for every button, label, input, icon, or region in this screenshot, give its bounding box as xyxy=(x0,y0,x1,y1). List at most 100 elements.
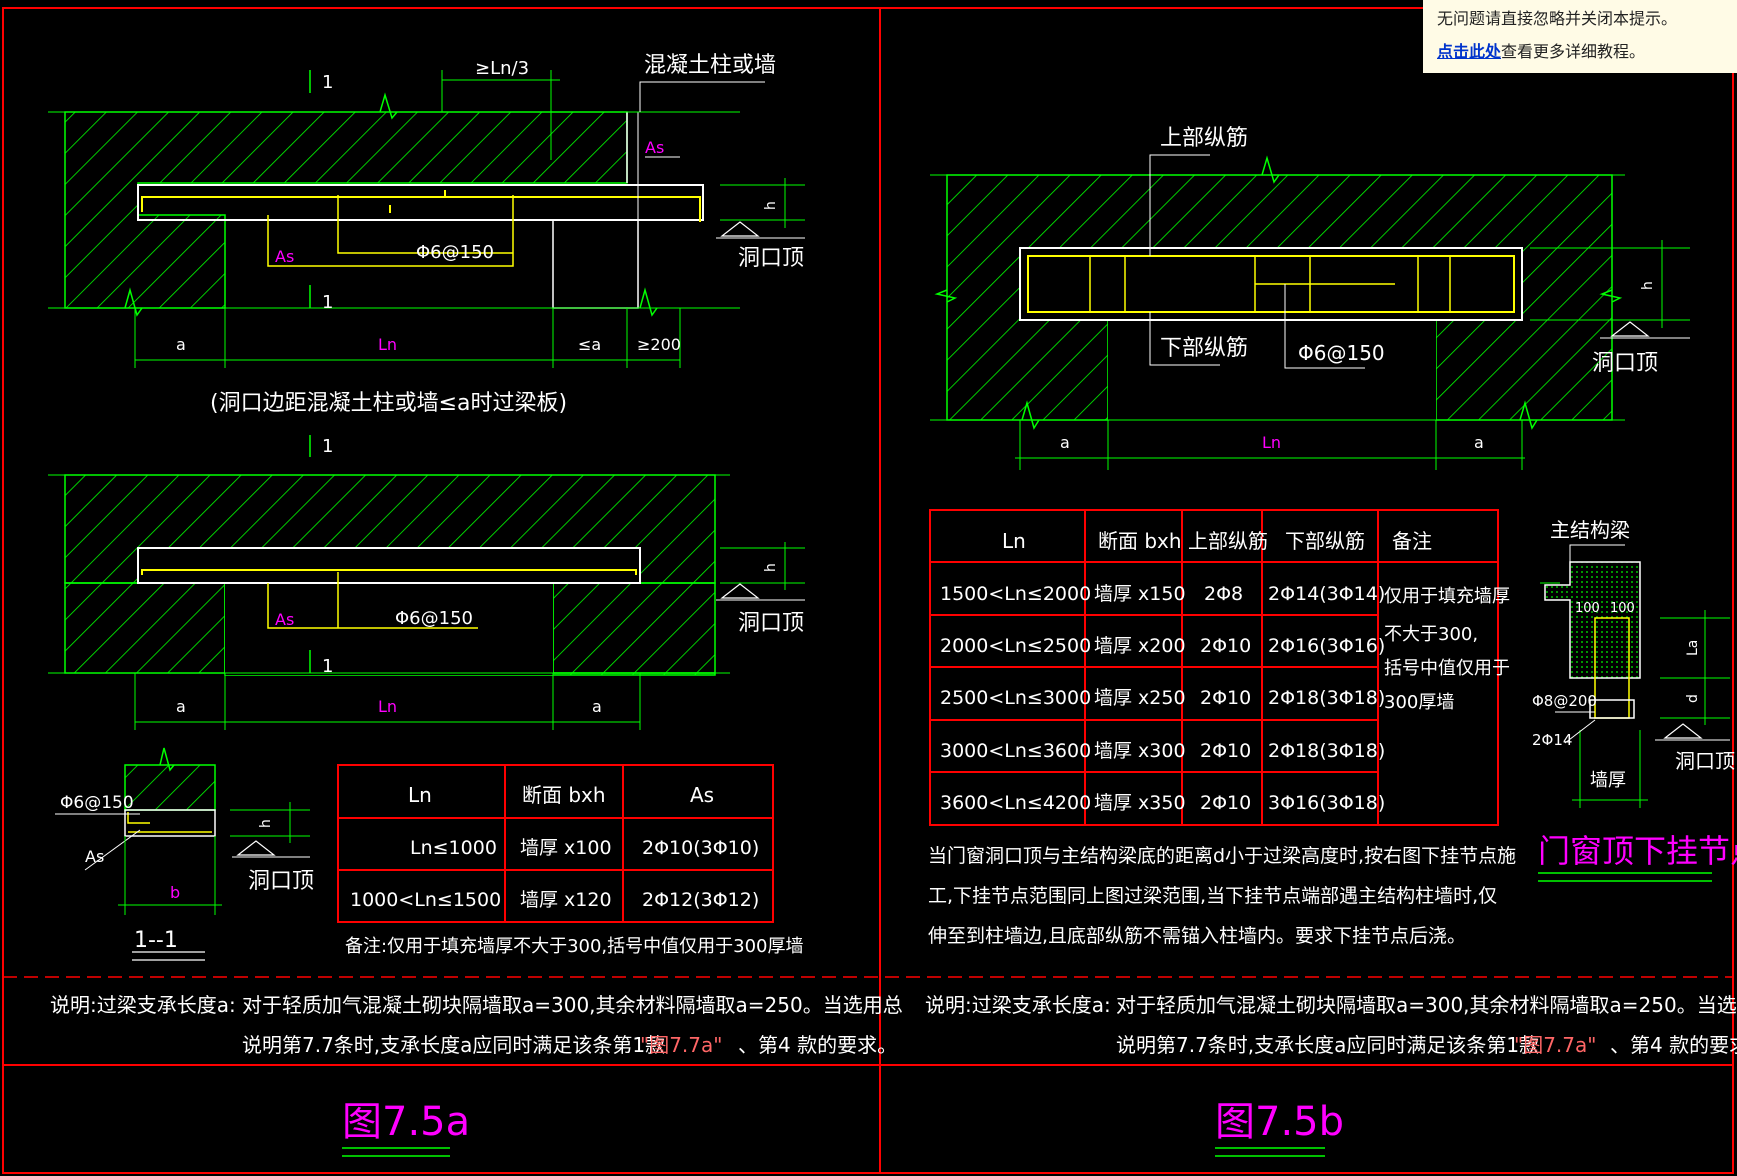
upper-main-rebar xyxy=(141,196,701,222)
right-figure-title-block: 图7.5b xyxy=(1215,1099,1344,1157)
left-table-r1-c2: 2Φ12(3Φ12) xyxy=(642,889,759,911)
right-table-r3-c2: 2Φ10 xyxy=(1200,740,1251,762)
left-table-r0-c1: 墙厚 x100 xyxy=(520,837,612,859)
right-table-r4-c3: 3Φ16(3Φ18) xyxy=(1268,792,1385,814)
right-dim-a-right: a xyxy=(1474,433,1484,452)
hanger-la-label: La xyxy=(1685,640,1701,656)
upper-lintel-detail: 1 1 ≥Ln/3 混凝土柱或墙 As As Φ6@150 h 洞口顶 a Ln… xyxy=(48,53,805,416)
left-notes-line2: 说明第7.7条时,支承长度a应同时满足该条第1款 xyxy=(242,1033,665,1057)
right-table-r1-c1: 墙厚 x200 xyxy=(1094,635,1186,657)
wall-label: 混凝土柱或墙 xyxy=(644,53,776,78)
section-stirrup-label: Φ6@150 xyxy=(60,793,134,813)
right-notes-line2: 说明第7.7条时,支承长度a应同时满足该条第1款 xyxy=(1116,1033,1539,1057)
right-table-r2-c2: 2Φ10 xyxy=(1200,687,1251,709)
hanger-dim-100-a: 100 xyxy=(1575,601,1600,616)
dim-le-a-label: ≤a xyxy=(578,335,601,354)
main-beam-label: 主结构梁 xyxy=(1550,518,1630,542)
hanger-bars-label: 2Φ14 xyxy=(1532,731,1572,749)
hanger-dim-100-b: 100 xyxy=(1610,601,1635,616)
right-table-r3-c1: 墙厚 x300 xyxy=(1094,740,1186,762)
right-table-header-3: 下部纵筋 xyxy=(1285,529,1365,553)
right-table-r3-c0: 3000<Ln≤3600 xyxy=(940,740,1091,762)
right-table-r2-c1: 墙厚 x250 xyxy=(1094,687,1186,709)
section-h-label: h xyxy=(258,819,274,828)
hanger-title: 门窗顶下挂节点 xyxy=(1538,832,1737,870)
lower-lintel-detail: 1 1 As Φ6@150 h 洞口顶 a Ln a xyxy=(48,435,805,730)
right-lintel-detail: 上部纵筋 下部纵筋 Φ6@150 h 洞口顶 a Ln a xyxy=(930,126,1690,470)
left-table-r1-c0: 1000<Ln≤1500 xyxy=(350,889,501,911)
right-table-r1-c0: 2000<Ln≤2500 xyxy=(940,635,1091,657)
right-table-remark-2: 括号中值仅用于 xyxy=(1384,658,1510,679)
stirrup-label: Φ6@150 xyxy=(416,242,494,263)
right-table-r3-c3: 2Φ18(3Φ18) xyxy=(1268,740,1385,762)
anchor-dim-label: ≥Ln/3 xyxy=(475,58,529,79)
right-table-r0-c0: 1500<Ln≤2000 xyxy=(940,583,1091,605)
dim-ln-label: Ln xyxy=(378,335,397,354)
right-table-r0-c1: 墙厚 x150 xyxy=(1094,583,1186,605)
left-notes-label: 说明:过梁支承长度a: xyxy=(50,993,236,1017)
right-spec-table: Ln 断面 bxh 上部纵筋 下部纵筋 备注 1500<Ln≤2000 墙厚 x… xyxy=(929,509,1510,826)
left-notes-ref: "图7.7a" xyxy=(640,1033,722,1057)
section-opening-top-label: 洞口顶 xyxy=(248,869,314,894)
left-notes-line1: 对于轻质加气混凝土砌块隔墙取a=300,其余材料隔墙取a=250。当选用总 xyxy=(242,993,903,1017)
left-notes-tail: 、第4 款的要求。 xyxy=(738,1033,897,1057)
opening-top-label: 洞口顶 xyxy=(738,246,804,271)
right-table-header-2: 上部纵筋 xyxy=(1188,529,1268,553)
right-notes: 说明:过梁支承长度a: 对于轻质加气混凝土砌块隔墙取a=300,其余材料隔墙取a… xyxy=(925,993,1737,1057)
lower-section-mark-bottom: 1 xyxy=(322,656,333,677)
left-table-note: 备注:仅用于填充墙厚不大于300,括号中值仅用于300厚墙 xyxy=(345,936,804,957)
right-table-header-0: Ln xyxy=(1002,529,1026,553)
as-top-label: As xyxy=(645,138,664,157)
left-table-r0-c2: 2Φ10(3Φ10) xyxy=(642,837,759,859)
upper-right-pier xyxy=(552,219,639,309)
lower-opening-top-label: 洞口顶 xyxy=(738,611,804,636)
right-figure-title: 图7.5b xyxy=(1215,1099,1344,1145)
main-beam-outline xyxy=(1544,561,1641,679)
tooltip-line-1: 无问题请直接忽略并关闭本提示。 xyxy=(1437,9,1678,28)
as-bottom-label: As xyxy=(275,247,294,266)
right-table-r2-c3: 2Φ18(3Φ18) xyxy=(1268,687,1385,709)
section-title: 1--1 xyxy=(134,928,178,953)
right-notes-line1: 对于轻质加气混凝土砌块隔墙取a=300,其余材料隔墙取a=250。当选用总 xyxy=(1116,993,1737,1017)
right-paragraph-line-1: 工,下挂节点范围同上图过梁范围,当下挂节点端部遇主结构柱墙时,仅 xyxy=(928,885,1497,907)
right-table-r4-c0: 3600<Ln≤4200 xyxy=(940,792,1091,814)
right-table-remark-0: 仅用于填充墙厚 xyxy=(1384,586,1510,607)
dim-ge-200-label: ≥200 xyxy=(637,335,681,354)
right-table-remark-3: 300厚墙 xyxy=(1384,692,1454,713)
drawing-frame xyxy=(2,7,1734,1174)
right-paragraph: 当门窗洞口顶与主结构梁底的距离d小于过梁高度时,按右图下挂节点施 工,下挂节点范… xyxy=(928,845,1516,947)
tooltip-line-2-rest: 查看更多详细教程。 xyxy=(1501,42,1646,61)
right-dim-ln: Ln xyxy=(1262,433,1281,452)
section-b-label: b xyxy=(170,883,180,902)
left-notes: 说明:过梁支承长度a: 对于轻质加气混凝土砌块隔墙取a=300,其余材料隔墙取a… xyxy=(50,993,903,1057)
help-tooltip: 无问题请直接忽略并关闭本提示。 点击此处查看更多详细教程。 xyxy=(1423,0,1737,73)
right-paragraph-line-0: 当门窗洞口顶与主结构梁底的距离d小于过梁高度时,按右图下挂节点施 xyxy=(928,845,1516,867)
right-notes-label: 说明:过梁支承长度a: xyxy=(925,993,1111,1017)
left-table-header-0: Ln xyxy=(408,783,432,807)
right-table-r0-c3: 2Φ14(3Φ14) xyxy=(1268,583,1385,605)
hanger-node-detail: 主结构梁 100 100 La d Φ8@200 2Φ14 墙厚 洞口顶 门窗顶… xyxy=(1532,518,1737,882)
right-paragraph-line-2: 伸至到柱墙边,且底部纵筋不需锚入柱墙内。要求下挂节点后浇。 xyxy=(928,925,1466,947)
tooltip-help-link[interactable]: 点击此处 xyxy=(1437,42,1502,61)
right-table-r2-c0: 2500<Ln≤3000 xyxy=(940,687,1091,709)
upper-lintel-slab xyxy=(137,184,704,221)
right-table-r0-c2: 2Φ8 xyxy=(1204,583,1243,605)
top-bar-label: 上部纵筋 xyxy=(1160,126,1248,151)
hanger-stirrup-label: Φ8@200 xyxy=(1532,692,1597,710)
upper-detail-caption: (洞口边距混凝土柱或墙≤a时过梁板) xyxy=(210,391,567,416)
lower-dim-ln: Ln xyxy=(378,697,397,716)
lower-dim-a-right: a xyxy=(592,697,602,716)
left-table-header-2: As xyxy=(690,783,714,807)
lower-section-mark-top: 1 xyxy=(322,436,333,457)
section-as-label: As xyxy=(85,847,104,866)
hanger-d-label: d xyxy=(1685,694,1701,703)
right-dim-a-left: a xyxy=(1060,433,1070,452)
hanger-opening-top-label: 洞口顶 xyxy=(1675,749,1735,773)
lower-h-label: h xyxy=(763,563,779,572)
right-opening-top-label: 洞口顶 xyxy=(1592,351,1658,376)
left-spec-table: Ln 断面 bxh As Ln≤1000 墙厚 x100 2Φ10(3Φ10) … xyxy=(337,764,804,957)
section-mark-bottom: 1 xyxy=(322,292,333,313)
section-mark-top: 1 xyxy=(322,72,333,93)
left-figure-title: 图7.5a xyxy=(342,1099,470,1145)
bottom-bar-label: 下部纵筋 xyxy=(1160,336,1248,361)
